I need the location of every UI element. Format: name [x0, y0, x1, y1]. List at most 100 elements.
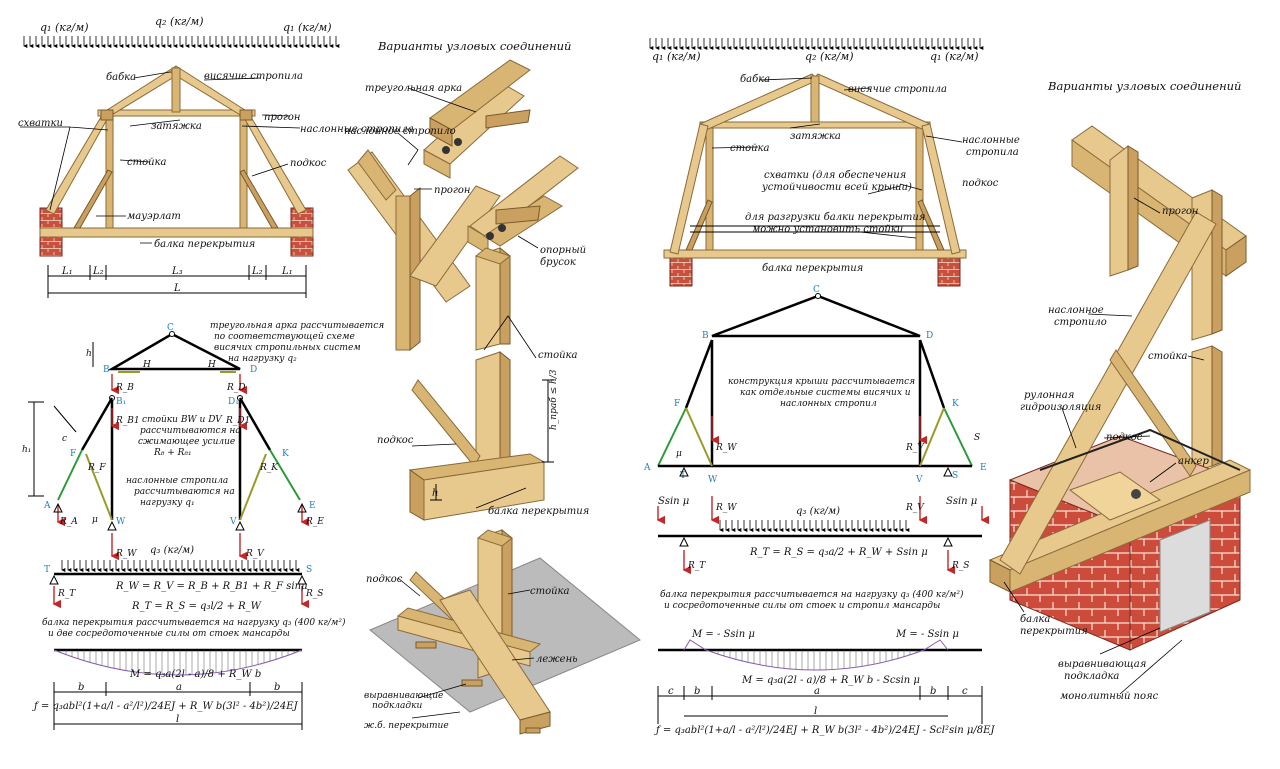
right-q3-label: q₃ (кг/м)	[796, 506, 840, 517]
right-moment-hatch	[711, 650, 917, 670]
force-RK: R_K	[259, 463, 279, 473]
eq-RT: R_T = R_S = q₃l/2 + R_W	[131, 601, 262, 612]
rpt-S: S	[952, 471, 958, 481]
pt-c: c	[62, 434, 67, 444]
rafter-note-3: нагрузку q₁	[140, 498, 195, 508]
rforce-RW2: R_W	[715, 503, 737, 513]
label-braces: схватки	[18, 118, 63, 129]
rpt-D: D	[926, 331, 933, 341]
left-king-post	[171, 67, 181, 113]
right-q3-arrows	[719, 520, 910, 532]
right-load-arrows	[649, 38, 984, 50]
dim-l2b: L₂	[251, 266, 263, 277]
rnote-1: конструкция крыши рассчитывается	[728, 377, 915, 387]
right-static-scheme: C B D F K A E T W V S μ S R_W R_V констр…	[643, 285, 995, 736]
left-moment-hatch	[59, 650, 295, 675]
label-rc-floor: ж.б. перекрытие	[364, 720, 449, 731]
right-load-q1a: q₁ (кг/м)	[652, 50, 701, 63]
label-layered-rafter: наслонное стропило	[344, 126, 456, 137]
label-triangle-arch: треугольная арка	[365, 83, 462, 94]
left-q3-label: q₃ (кг/м)	[150, 545, 194, 556]
rd-post: стойка	[1148, 351, 1188, 362]
force-RA: R_A	[59, 517, 78, 527]
pt-h: h	[86, 349, 92, 359]
middle-joint-details: Варианты узловых соединений	[344, 39, 641, 735]
rd-layered-1: наслонное	[1048, 305, 1104, 316]
pt-D1: D₁	[228, 397, 239, 407]
force-RF: R_F	[87, 463, 106, 473]
rnote-3: наслонных стропил	[780, 399, 877, 409]
rforce-RV2: R_V	[905, 503, 925, 513]
rpt-F: F	[674, 399, 680, 409]
left-load-arrows	[23, 36, 340, 48]
right-joint-detail: Варианты узловых соединений прогон насло…	[988, 79, 1252, 702]
rpt-B: B	[702, 331, 709, 341]
dim-l1b: L₁	[281, 266, 293, 277]
pt-V: V	[229, 517, 237, 527]
rforce-RT: R_T	[687, 561, 706, 571]
rpt-S2: S	[974, 433, 980, 443]
force-RB1: R_B1	[115, 416, 140, 426]
rpt-mu: μ	[676, 449, 682, 459]
rlabel-unload-2: можно установить стойки	[752, 224, 903, 235]
label-post: стойка	[127, 157, 167, 168]
force-RB: R_B	[115, 383, 134, 393]
right-roof-elevation: q₁ (кг/м) q₂ (кг/м) q₁ (кг/м) бабка вися…	[649, 38, 1020, 287]
label-floor-beam-mid: балка перекрытия	[488, 506, 589, 517]
force-RD1: R_D1	[225, 416, 250, 426]
label-babka: бабка	[106, 72, 136, 83]
label-post-mid2: стойка	[530, 586, 570, 597]
pt-C: C	[167, 323, 174, 333]
rlabel-braces-2: устойчивости всей крыши)	[761, 182, 912, 193]
rforce-RW: R_W	[715, 443, 737, 453]
eq-RW: R_W = R_V = R_B + R_B1 + R_F sinμ	[115, 581, 308, 592]
dim-b1: b	[78, 682, 84, 693]
rd-leveling-1: выравнивающая	[1058, 659, 1146, 670]
rpt-C: C	[813, 285, 820, 295]
left-load-q1a: q₁ (кг/м)	[40, 21, 89, 34]
force-RD: R_D	[226, 383, 246, 393]
left-purlin-1	[100, 109, 114, 121]
post-note-4: R₈ + R₈₁	[153, 448, 192, 458]
dim-l: l	[176, 714, 179, 725]
label-tie: затяжка	[151, 121, 202, 132]
rlabel-braces-1: схватки (для обеспечения	[764, 170, 906, 181]
rd-roll-1: рулонная	[1024, 390, 1074, 401]
left-static-scheme: C B D H H h треугольная арка рассчитывае…	[22, 321, 384, 730]
rlabel-hanging-rafters: висячие стропила	[848, 84, 947, 95]
left-strut-1	[73, 169, 113, 229]
rd-floor-beam-1: балка	[1020, 614, 1050, 625]
left-purlin-2	[239, 109, 253, 121]
arch-note-2: по соответствующей схеме	[214, 332, 355, 342]
left-roof-elevation: q₁ (кг/м) q₂ (кг/м) q₁ (кг/м) бабка вися…	[18, 15, 414, 298]
rssin-2: Ssin μ	[946, 496, 977, 507]
post-note-1: стойки BW и DV	[142, 415, 223, 425]
right-deflection: ƒ = q₃abl²(1+a/l - a²/l²)/24EJ + R_W b(3…	[654, 725, 995, 736]
pt-S: S	[306, 565, 312, 575]
rd-strut: подкос	[1106, 432, 1143, 443]
label-leveling-pads-2: подкладки	[372, 701, 422, 711]
pt-E: E	[309, 501, 316, 511]
rpt-W: W	[708, 475, 718, 485]
dim-l2a: L₂	[92, 266, 104, 277]
left-moment: M = q₃a(2l - a)/8 + R_W b	[129, 669, 261, 680]
rforce-RV: R_V	[905, 443, 925, 453]
rdim-l: l	[814, 706, 817, 717]
right-eq: R_T = R_S = q₃a/2 + R_W + Ssin μ	[749, 547, 928, 558]
force-RW: R_W	[115, 549, 137, 559]
left-floor-beam	[39, 227, 314, 238]
middle-title: Варианты узловых соединений	[377, 39, 571, 53]
label-hanging-rafters: висячие стропила	[204, 71, 303, 82]
rdim-b2: b	[930, 686, 936, 697]
pt-H1: H	[142, 360, 151, 370]
dim-a: a	[176, 682, 182, 693]
rnote-2: как отдельные системы висячих и	[740, 388, 911, 398]
right-moment: M = q₃a(2l - a)/8 + R_W b - Scsin μ	[741, 675, 920, 686]
label-h: h	[432, 488, 438, 499]
left-deflection: ƒ = q₃abl²(1+a/l - a²/l²)/24EJ + R_W b(3…	[32, 701, 299, 712]
label-h-note: h_праб ≤ h/3	[548, 369, 559, 430]
dim-L: L	[173, 283, 181, 294]
label-strut: подкос	[290, 158, 327, 169]
left-q3-arrows	[61, 560, 300, 572]
rd-anchor: анкер	[1178, 456, 1209, 467]
